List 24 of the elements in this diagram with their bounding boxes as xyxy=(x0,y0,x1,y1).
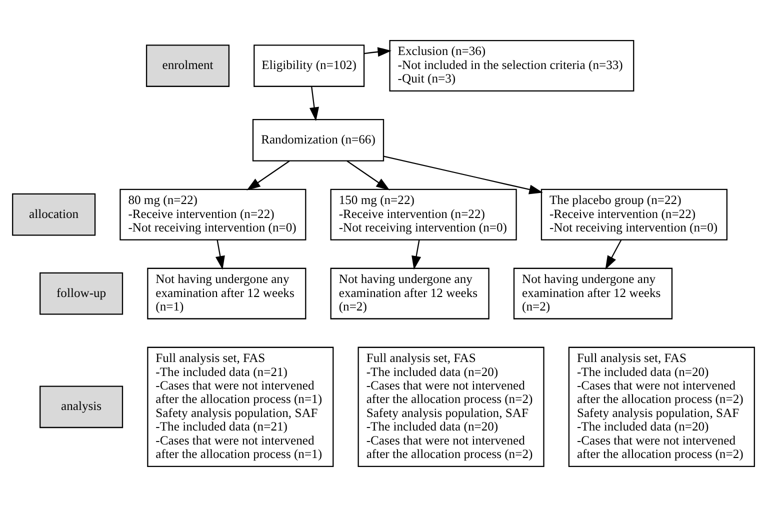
node-box: allocation xyxy=(12,193,96,236)
node-box: Full analysis set, FAS -The included data (n=20) -Cases that were not intervened after the allocation process (n=2) Safety analysis population, SAF -The included data (n=20) -Cases that were not intervened after the allocation process (n=2) xyxy=(568,346,755,467)
node-box: 150 mg (n=22) -Receive intervention (n=22) -Not receiving intervention (n=0) xyxy=(330,188,517,240)
node-box: 80 mg (n=22) -Receive intervention (n=22) -Not receiving intervention (n=0) xyxy=(120,188,306,240)
node-box: Not having undergone any examination after 12 weeks (n=1) xyxy=(147,268,306,320)
node-box: Not having undergone any examination after 12 weeks (n=2) xyxy=(330,268,490,320)
node-box: analysis xyxy=(40,386,124,428)
node-box: Not having undergone any examination after 12 weeks (n=2) xyxy=(513,268,673,320)
node-box: follow-up xyxy=(40,272,124,315)
arrow xyxy=(346,160,390,190)
arrow xyxy=(246,160,290,190)
arrow xyxy=(215,240,225,270)
arrow xyxy=(364,47,392,57)
arrow xyxy=(605,240,622,270)
node-box: Randomization (n=66) xyxy=(252,119,384,162)
arrow xyxy=(412,240,422,270)
node-box: Full analysis set, FAS -The included data (n=21) -Cases that were not intervened after the allocation process (n=1) Safety analysis population, SAF -The included data (n=21) -Cases that were not intervened after the allocation process (n=1) xyxy=(147,346,334,467)
node-box: Eligibility (n=102) xyxy=(254,44,365,87)
node-box: Exclusion (n=36) -Not included in the selection criteria (n=33) -Quit (n=3) xyxy=(389,40,634,92)
arrow xyxy=(384,156,543,194)
node-box: The placebo group (n=22) -Receive intervention (n=22) -Not receiving intervention (n=0) xyxy=(540,188,728,240)
node-box: Full analysis set, FAS -The included data (n=20) -Cases that were not intervened after the allocation process (n=2) Safety analysis population, SAF -The included data (n=20) -Cases that were not intervened after the allocation process (n=2) xyxy=(358,346,544,467)
node-box: enrolment xyxy=(146,44,230,87)
arrow xyxy=(309,86,320,122)
